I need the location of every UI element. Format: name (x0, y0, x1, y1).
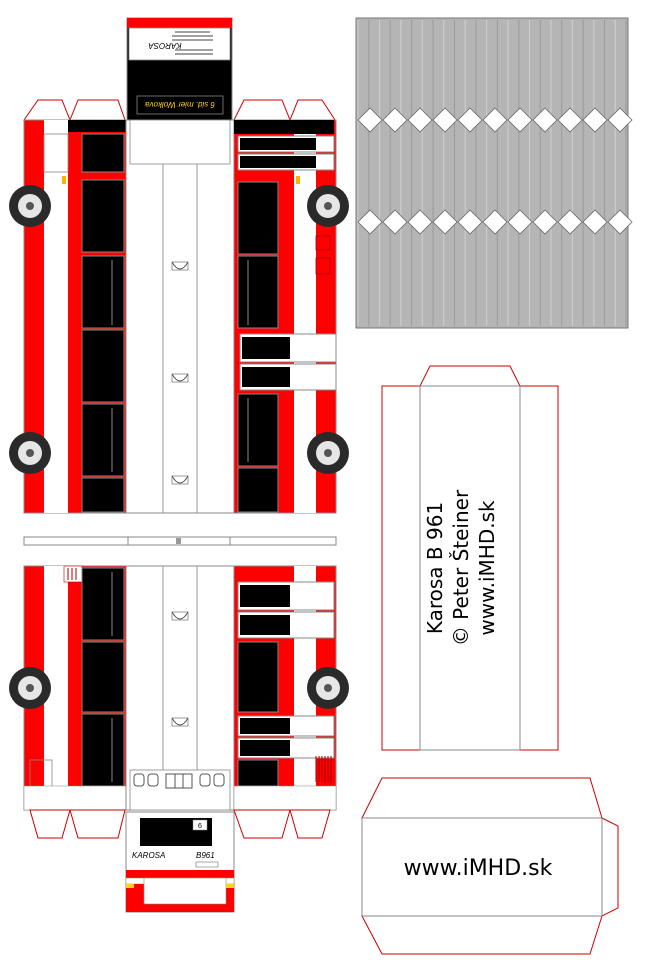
roof-fold-diamond (482, 107, 508, 133)
roof-fold-diamond (532, 209, 558, 235)
roof-fold-diamond (482, 209, 508, 235)
roof-fold-diamond (507, 209, 533, 235)
credits-panel: Karosa B 961 © Peter Šteiner www.iMHD.sk (381, 365, 559, 751)
roof-fold-diamond (382, 209, 408, 235)
joint-strip (23, 536, 337, 546)
right-side-lower (233, 565, 337, 839)
credits-website-line: www.iMHD.sk (475, 500, 499, 636)
base-website-line: www.iMHD.sk (404, 856, 553, 881)
wheel-icon (307, 185, 349, 227)
rear-grille (315, 756, 332, 782)
front-end-panel: KAROSA 6 sid. mier Wolkova (126, 17, 233, 121)
right-lower-windows (237, 581, 335, 787)
rear-line-number: 6 (198, 823, 202, 830)
roof-fold-diamond (407, 209, 433, 235)
roof-fold-diamond (432, 209, 458, 235)
credits-author-line: © Peter Šteiner (449, 489, 473, 646)
wheel-icon (9, 185, 51, 227)
roof-fold-diamond (557, 107, 583, 133)
roof-fold-diamond (607, 107, 633, 133)
roof-fold-diamond (507, 107, 533, 133)
roof-fold-diamond (532, 107, 558, 133)
roof-fold-diamond (582, 107, 608, 133)
front-brand-label: KAROSA (148, 41, 181, 50)
roof-fold-diamond (382, 107, 408, 133)
credits-model-line: Karosa B 961 (423, 502, 447, 634)
wheel-icon (9, 432, 51, 474)
roof-fold-marks (357, 107, 633, 235)
roof-fold-diamond (432, 107, 458, 133)
left-lower-windows (81, 567, 125, 787)
front-destination-sign: 6 sid. mier Wolkova (145, 100, 215, 109)
rear-end-panel: 6 KAROSA B961 (125, 811, 235, 913)
roof-fold-diamond (407, 107, 433, 133)
base-panel: www.iMHD.sk (361, 777, 619, 955)
roof-fold-diamond (457, 209, 483, 235)
roof-fold-diamond (582, 209, 608, 235)
left-upper-windows (81, 133, 125, 513)
roof-pleats (357, 20, 627, 326)
roof-lower (125, 565, 235, 811)
left-side-lower (23, 565, 127, 839)
right-upper-windows (237, 135, 337, 513)
roof-fold-diamond (557, 209, 583, 235)
wheel-icon (9, 667, 51, 709)
wheel-icon (307, 432, 349, 474)
roof-fold-diamond (357, 107, 383, 133)
roof-fold-diamond (357, 209, 383, 235)
roof-fold-diamond (457, 107, 483, 133)
rear-model-label: B961 (196, 851, 215, 860)
rear-brand-label: KAROSA (132, 851, 165, 860)
roof-upper (125, 119, 235, 514)
roof-fold-diamond (607, 209, 633, 235)
wheel-icon (307, 667, 349, 709)
roof-panel (355, 17, 633, 329)
